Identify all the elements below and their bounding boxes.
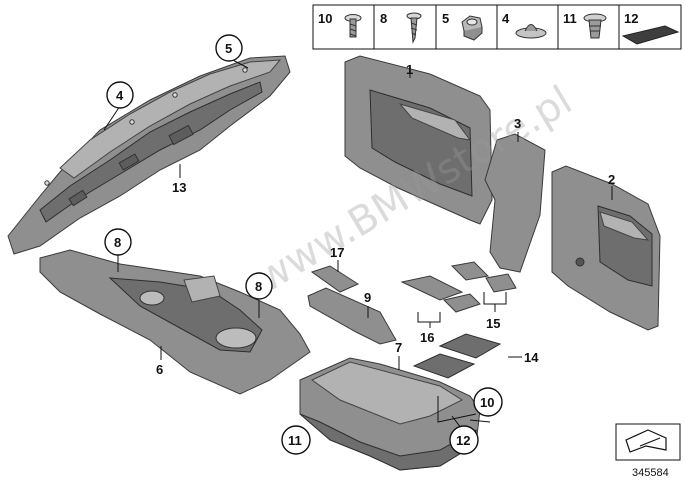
- insulation-strip-part-3: [484, 133, 546, 273]
- hardware-label-12: 12: [624, 11, 638, 26]
- tapping-screw-icon: [406, 12, 422, 44]
- callout-11: 11: [288, 433, 302, 448]
- insulation-pads-part-14: [412, 333, 502, 379]
- orientation-box: [615, 423, 681, 461]
- callout-circle-8b: [245, 272, 273, 300]
- callout-4: 4: [116, 88, 124, 103]
- callout-1: 1: [406, 62, 413, 77]
- callout-circle-8a: [104, 228, 132, 256]
- callout-3: 3: [514, 116, 521, 131]
- side-trim-panel-part-2: [551, 165, 661, 331]
- callout-17: 17: [330, 245, 344, 260]
- callout-10: 10: [480, 395, 494, 410]
- callout-labels: 5 4 13 1 3 2 8 8 6 17 9 7 16 15 14 10 11…: [104, 34, 615, 455]
- callout-13: 13: [172, 180, 186, 195]
- callout-circle-5: [215, 34, 243, 62]
- callout-16: 16: [420, 330, 434, 345]
- reference-number: 345584: [632, 467, 669, 479]
- callout-9: 9: [364, 290, 371, 305]
- hardware-table: 10 8 5 4 11 12: [312, 4, 682, 50]
- hardware-label-10: 10: [318, 11, 332, 26]
- insulation-pads-part-15: [450, 261, 517, 293]
- torx-screw-icon: [344, 14, 362, 38]
- callout-circle-10: [473, 387, 503, 417]
- trunk-floor-tray-part-6: [39, 249, 311, 395]
- callout-circle-11: [281, 425, 311, 455]
- callout-8a: 8: [114, 235, 121, 250]
- callout-7: 7: [395, 340, 402, 355]
- side-trim-panel-part-1: [344, 55, 493, 225]
- callout-6: 6: [156, 362, 163, 377]
- trim-strip-part-9: [307, 287, 397, 345]
- clip-icon: [583, 13, 607, 39]
- insulation-pads-part-16: [400, 275, 481, 313]
- callout-15: 15: [486, 316, 500, 331]
- hardware-label-8: 8: [380, 11, 387, 26]
- hardware-label-11: 11: [563, 11, 577, 26]
- vehicle-orientation-icon: [625, 429, 667, 453]
- hex-nut-icon: [461, 15, 483, 41]
- expanding-rivet-icon: [515, 24, 547, 39]
- callout-12: 12: [456, 433, 470, 448]
- hardware-label-4: 4: [502, 11, 510, 26]
- insulation-pad-part-17: [310, 265, 360, 293]
- callout-2: 2: [608, 172, 615, 187]
- hardware-label-5: 5: [442, 11, 449, 26]
- rear-shelf-trim-part: [7, 55, 291, 255]
- callout-14: 14: [524, 350, 539, 365]
- callout-8b: 8: [255, 279, 262, 294]
- callout-circle-4: [106, 81, 134, 109]
- callout-circle-12: [449, 425, 479, 455]
- callout-5: 5: [225, 41, 232, 56]
- adhesive-pad-icon: [621, 25, 680, 45]
